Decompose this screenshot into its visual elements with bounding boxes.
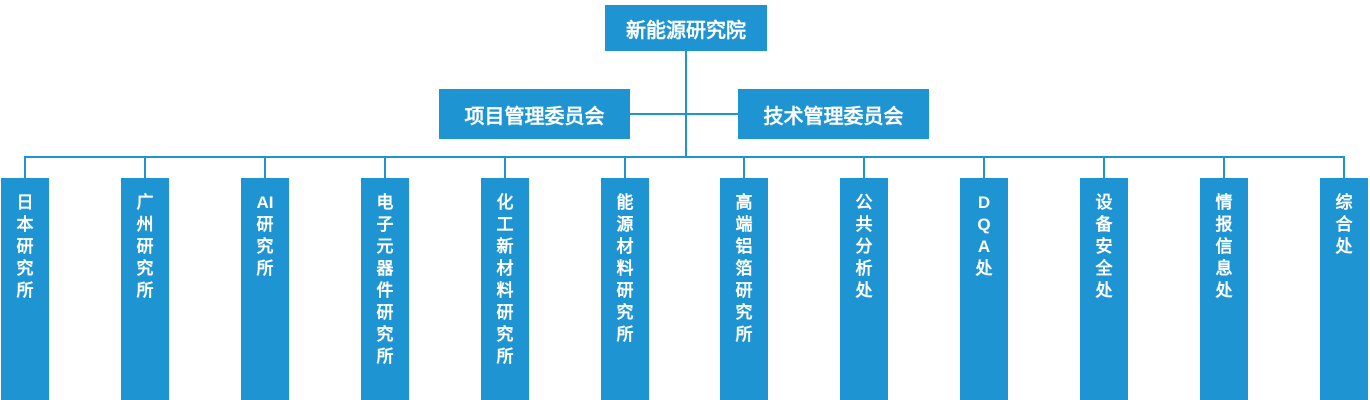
connector-department-drop bbox=[504, 156, 506, 178]
department-label-char: 元 bbox=[376, 237, 394, 256]
committee-label: 项目管理委员会 bbox=[464, 105, 605, 128]
department-label-char: 处 bbox=[1335, 237, 1353, 256]
department-label-char: 究 bbox=[256, 237, 274, 256]
department-label-char: 究 bbox=[735, 303, 753, 322]
department-box: 公共分析处 bbox=[840, 178, 888, 400]
committee-box-project-management: 项目管理委员会 bbox=[439, 89, 630, 139]
department-box: 能源材料研究所 bbox=[601, 178, 649, 400]
department-label-char: 公 bbox=[855, 193, 873, 212]
department-label-char: 料 bbox=[616, 259, 634, 278]
department-label-char: Q bbox=[977, 215, 991, 234]
department-label-char: 处 bbox=[975, 259, 993, 278]
department-label-char: 综 bbox=[1335, 193, 1353, 212]
department-label-char: 箔 bbox=[735, 259, 753, 278]
department-label-char: 州 bbox=[136, 215, 154, 234]
connector-department-drop bbox=[1223, 156, 1225, 178]
department-label-char: 研 bbox=[16, 237, 34, 256]
department-label-char: 研 bbox=[735, 281, 753, 300]
department-label-char: 端 bbox=[735, 215, 753, 234]
department-label-char: 工 bbox=[496, 215, 514, 234]
department-label-char: 广 bbox=[136, 193, 154, 212]
department-label-char: 情 bbox=[1215, 193, 1233, 212]
department-label-char: 材 bbox=[616, 237, 634, 256]
department-box: 设备安全处 bbox=[1080, 178, 1128, 400]
department-label-char: 究 bbox=[16, 259, 34, 278]
committee-label: 技术管理委员会 bbox=[763, 105, 904, 128]
department-label-char: 全 bbox=[1095, 259, 1113, 278]
department-label-char: A bbox=[977, 237, 991, 256]
department-label-char: 处 bbox=[1215, 281, 1233, 300]
connector-department-drop bbox=[624, 156, 626, 178]
department-box: 化工新材料研究所 bbox=[481, 178, 529, 400]
connector-department-drop bbox=[863, 156, 865, 178]
department-label-char: 研 bbox=[136, 237, 154, 256]
department-label-char: 料 bbox=[496, 281, 514, 300]
department-label-char: 究 bbox=[616, 303, 634, 322]
department-label-char: 高 bbox=[735, 193, 753, 212]
department-box: 综合处 bbox=[1320, 178, 1368, 400]
department-box: 情报信息处 bbox=[1200, 178, 1248, 400]
org-root-box: 新能源研究院 bbox=[605, 5, 767, 51]
department-label-char: 研 bbox=[256, 215, 274, 234]
department-box: AI 研究所 bbox=[241, 178, 289, 400]
department-label-char: 析 bbox=[855, 259, 873, 278]
connector-departments-horizontal bbox=[24, 156, 1344, 158]
connector-committees bbox=[628, 113, 738, 115]
department-label-char: 所 bbox=[136, 281, 154, 300]
department-box: 高端铝箔研究所 bbox=[720, 178, 768, 400]
department-label-char: 源 bbox=[616, 215, 634, 234]
department-box: 日本研究所 bbox=[1, 178, 49, 400]
department-label-char: 材 bbox=[496, 259, 514, 278]
department-box: 广州研究所 bbox=[121, 178, 169, 400]
department-label-char: 器 bbox=[376, 259, 394, 278]
department-label-char: 所 bbox=[735, 325, 753, 344]
connector-department-drop bbox=[384, 156, 386, 178]
department-label-char: 处 bbox=[1095, 281, 1113, 300]
department-label-char: 究 bbox=[496, 325, 514, 344]
department-label-char: 所 bbox=[16, 281, 34, 300]
connector-department-drop bbox=[264, 156, 266, 178]
department-label-char: 所 bbox=[256, 259, 274, 278]
department-label-char: 研 bbox=[496, 303, 514, 322]
department-label-char: 息 bbox=[1215, 259, 1233, 278]
department-label-char: 分 bbox=[855, 237, 873, 256]
connector-root-vertical bbox=[685, 51, 687, 158]
department-label-char: 安 bbox=[1095, 237, 1113, 256]
department-label-char: 设 bbox=[1095, 193, 1113, 212]
department-label-char: 电 bbox=[376, 193, 394, 212]
connector-department-drop bbox=[1103, 156, 1105, 178]
connector-department-drop bbox=[144, 156, 146, 178]
committee-box-technology-management: 技术管理委员会 bbox=[738, 89, 929, 139]
department-box: 电子元器件研究所 bbox=[361, 178, 409, 400]
department-label-char: 研 bbox=[616, 281, 634, 300]
department-label-char: 所 bbox=[376, 347, 394, 366]
department-label-char: 研 bbox=[376, 303, 394, 322]
department-label-char: 究 bbox=[376, 325, 394, 344]
department-label-char: 新 bbox=[496, 237, 514, 256]
department-label-char: 子 bbox=[376, 215, 394, 234]
department-label-char: 共 bbox=[855, 215, 873, 234]
connector-department-drop bbox=[983, 156, 985, 178]
department-label-char: 所 bbox=[616, 325, 634, 344]
department-label-char: 处 bbox=[855, 281, 873, 300]
department-label-char: 报 bbox=[1215, 215, 1233, 234]
department-label-char: 件 bbox=[376, 281, 394, 300]
connector-department-drop bbox=[24, 156, 26, 178]
department-label-char: 合 bbox=[1335, 215, 1353, 234]
department-label-char: 究 bbox=[136, 259, 154, 278]
department-label-char: 日 bbox=[16, 193, 34, 212]
department-label-char: 信 bbox=[1215, 237, 1233, 256]
org-root-label: 新能源研究院 bbox=[626, 19, 746, 42]
department-label-char: 化 bbox=[496, 193, 514, 212]
department-label-char: 本 bbox=[16, 215, 34, 234]
department-label-char: 备 bbox=[1095, 215, 1113, 234]
department-label-char: AI bbox=[256, 193, 274, 212]
department-label-char: 铝 bbox=[735, 237, 753, 256]
connector-department-drop bbox=[1343, 156, 1345, 178]
department-label-char: 能 bbox=[616, 193, 634, 212]
department-label-char: D bbox=[977, 193, 991, 212]
connector-department-drop bbox=[743, 156, 745, 178]
department-label-char: 所 bbox=[496, 347, 514, 366]
